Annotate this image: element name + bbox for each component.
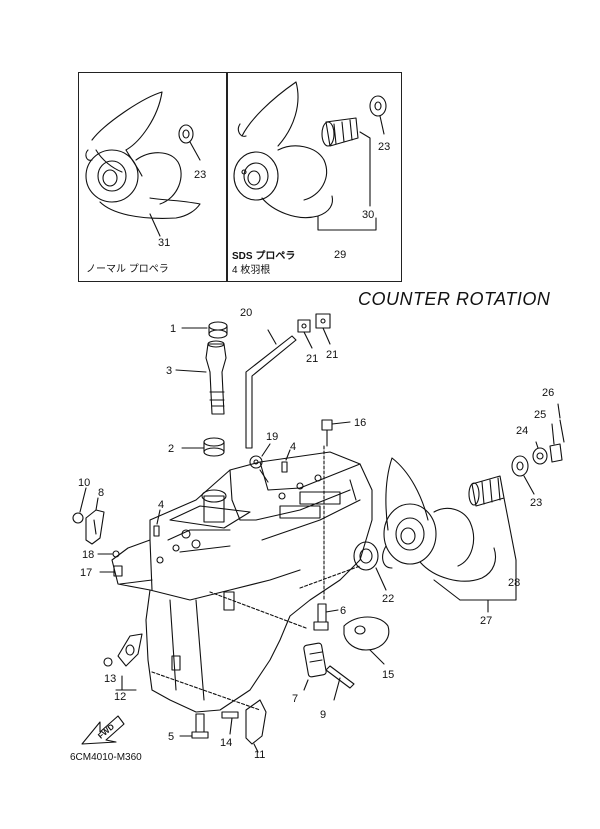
part-9-drawing xyxy=(325,665,355,701)
label-part-2: 2 xyxy=(168,443,174,455)
part-7-drawing xyxy=(303,642,327,691)
label-part-28: 28 xyxy=(508,577,520,589)
label-part-11: 11 xyxy=(254,749,265,761)
part-number-labels: 23 31 23 30 29 1 2 3 4 4 5 6 7 8 9 10 11… xyxy=(78,141,554,761)
part-5-drawing xyxy=(179,713,209,739)
diagram-code: 6CM4010-M360 xyxy=(70,752,142,763)
label-part-15: 15 xyxy=(382,669,394,681)
fwd-label: FWD xyxy=(96,722,116,741)
label-part-21a: 21 xyxy=(306,353,318,365)
label-part-14: 14 xyxy=(220,737,232,749)
part-11-drawing xyxy=(245,699,267,753)
label-part-17: 17 xyxy=(80,567,92,579)
part-15-drawing xyxy=(343,616,390,665)
inset-right-part-30: 30 xyxy=(362,209,374,221)
part-25-drawing xyxy=(549,423,563,463)
label-part-19: 19 xyxy=(266,431,278,443)
part-21-drawing xyxy=(297,313,331,349)
normal-propeller-drawing xyxy=(85,91,201,237)
label-part-22: 22 xyxy=(382,593,394,605)
label-part-7: 7 xyxy=(292,693,298,705)
inset-sds-caption-line1: SDS プロペラ xyxy=(232,251,296,262)
inset-normal-caption: ノーマル プロペラ xyxy=(86,264,169,275)
label-part-6: 6 xyxy=(340,605,346,617)
part-24-drawing xyxy=(532,441,548,465)
part-14-drawing xyxy=(221,711,239,735)
inset-left-part-31: 31 xyxy=(158,237,170,249)
label-part-20: 20 xyxy=(240,307,252,319)
label-part-21b: 21 xyxy=(326,349,338,361)
label-part-5: 5 xyxy=(168,731,174,743)
inset-normal-propeller-frame xyxy=(78,72,228,282)
label-part-18: 18 xyxy=(82,549,94,561)
label-part-3: 3 xyxy=(166,365,172,377)
label-part-13: 13 xyxy=(104,673,116,685)
inset-right-part-23: 23 xyxy=(378,141,390,153)
part-26-drawing xyxy=(557,403,565,443)
part-22-drawing xyxy=(209,541,387,629)
label-part-26: 26 xyxy=(542,387,554,399)
label-part-25: 25 xyxy=(534,409,546,421)
part-18-drawing xyxy=(97,550,120,558)
diagram-title: COUNTER ROTATION xyxy=(358,289,551,309)
inset-right-part-29: 29 xyxy=(334,249,346,261)
part-28-drawing xyxy=(468,475,517,561)
part-12-drawing xyxy=(115,633,261,711)
main-propeller-drawing xyxy=(382,457,517,613)
label-part-16: 16 xyxy=(354,417,366,429)
label-part-8: 8 xyxy=(98,487,104,499)
label-part-27: 27 xyxy=(480,615,492,627)
sds-propeller-drawing xyxy=(233,81,387,231)
part-17-drawing xyxy=(99,565,123,577)
label-part-4a: 4 xyxy=(290,441,296,453)
part-3-drawing xyxy=(175,340,227,415)
label-part-9: 9 xyxy=(320,709,326,721)
part-2-drawing xyxy=(181,437,225,457)
label-part-1: 1 xyxy=(170,323,176,335)
part-6-drawing xyxy=(313,603,339,631)
part-8-drawing xyxy=(85,497,105,545)
part-10-drawing xyxy=(72,487,87,524)
part-20-drawing xyxy=(245,329,297,449)
inset-sds-caption-line2: 4 枚羽根 xyxy=(232,265,271,276)
label-part-23: 23 xyxy=(530,497,542,509)
part-16-drawing xyxy=(321,419,351,601)
part-4-drawing xyxy=(153,449,291,537)
label-part-12: 12 xyxy=(114,691,126,703)
inset-sds-propeller-frame xyxy=(226,72,402,282)
label-part-4b: 4 xyxy=(158,499,164,511)
label-part-10: 10 xyxy=(78,477,90,489)
label-part-24: 24 xyxy=(516,425,528,437)
part-13-drawing xyxy=(103,657,113,667)
part-19-drawing xyxy=(249,443,271,469)
part-1-drawing xyxy=(181,321,228,339)
inset-left-part-23: 23 xyxy=(194,169,206,181)
gear-case-housing xyxy=(111,451,373,713)
part-23-drawing xyxy=(511,455,535,495)
fwd-arrow-icon xyxy=(81,715,125,745)
